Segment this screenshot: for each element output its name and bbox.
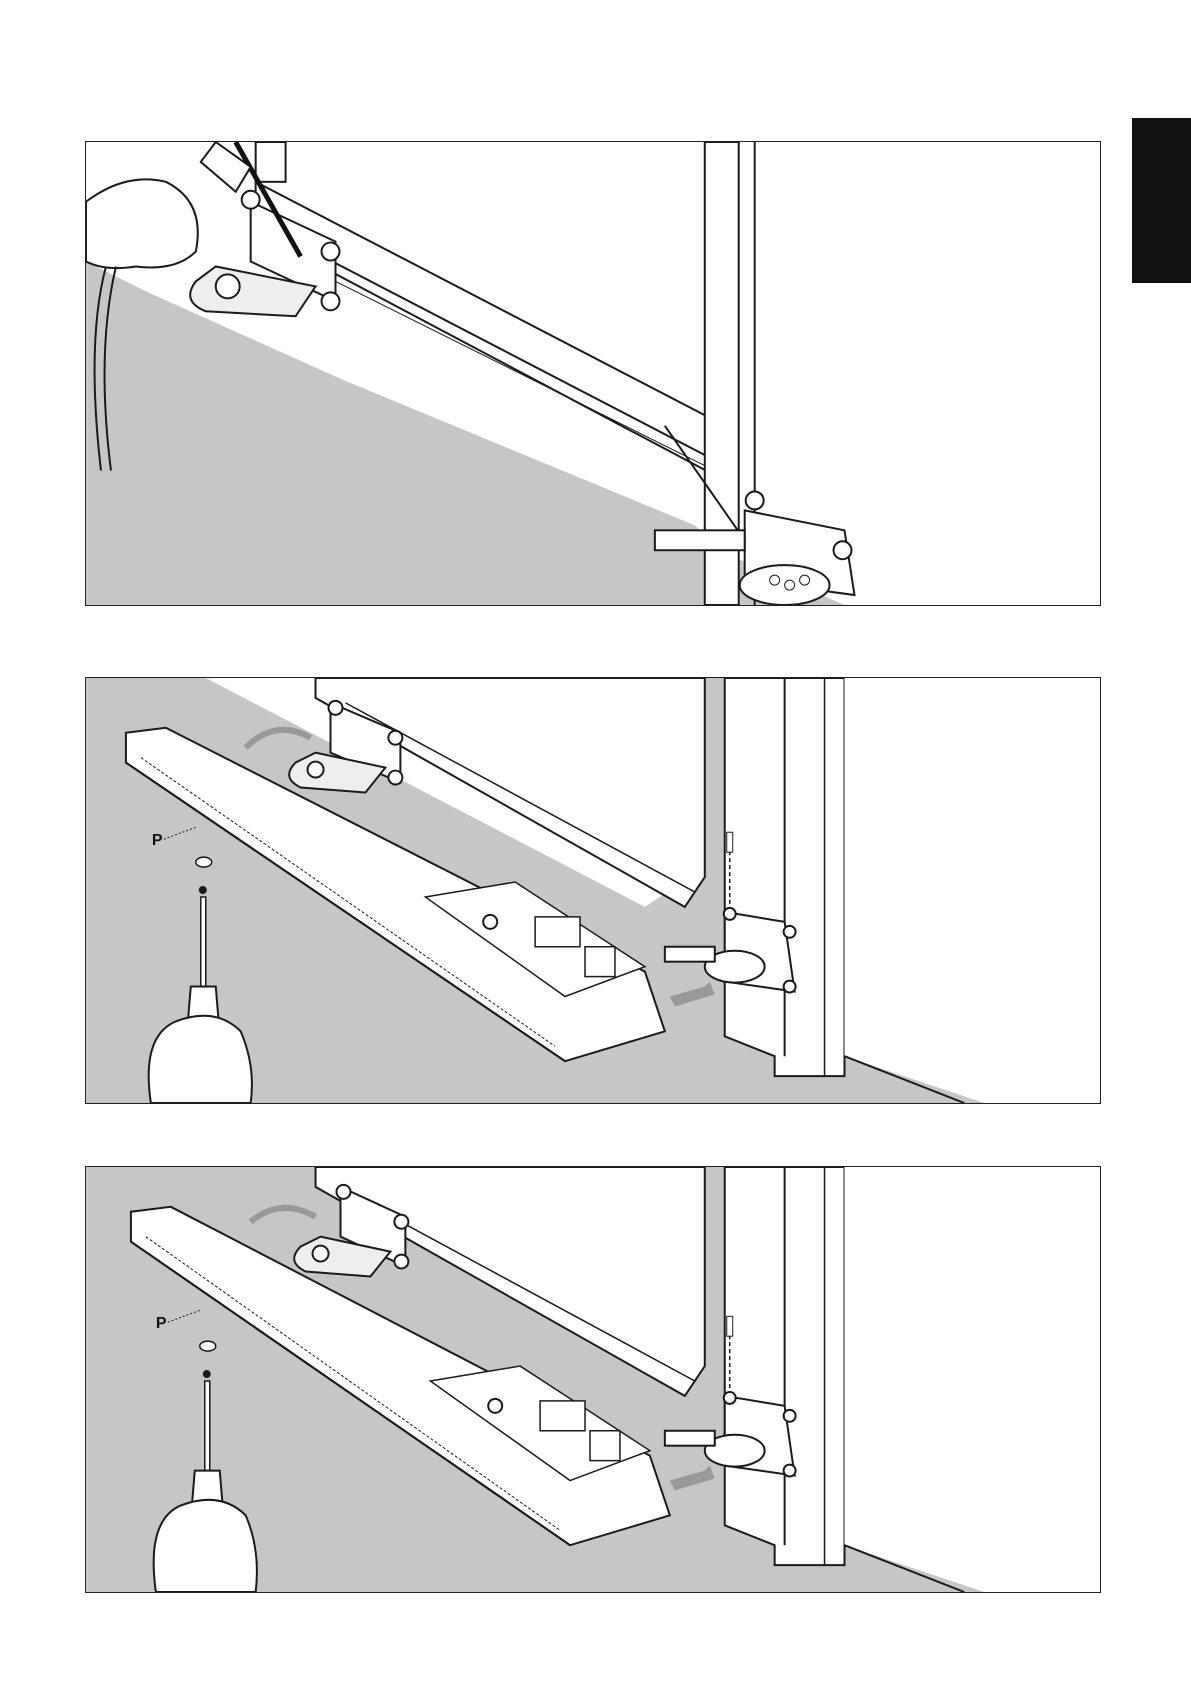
front-bracket [190,191,339,316]
figure-mounting-operator-a: P [85,677,1101,1104]
part-label-p: P [152,832,163,849]
chapter-tab [1132,118,1191,283]
figure-2-illustration: P [86,678,1100,1103]
washer [200,1341,216,1351]
washer [196,857,212,867]
figure-3-illustration: P [86,1167,1100,1592]
figure-mounting-operator-b: P [85,1166,1101,1593]
part-label-p: P [156,1315,167,1332]
figure-1-illustration [86,142,1100,605]
figure-drilling-bracket [85,141,1101,606]
